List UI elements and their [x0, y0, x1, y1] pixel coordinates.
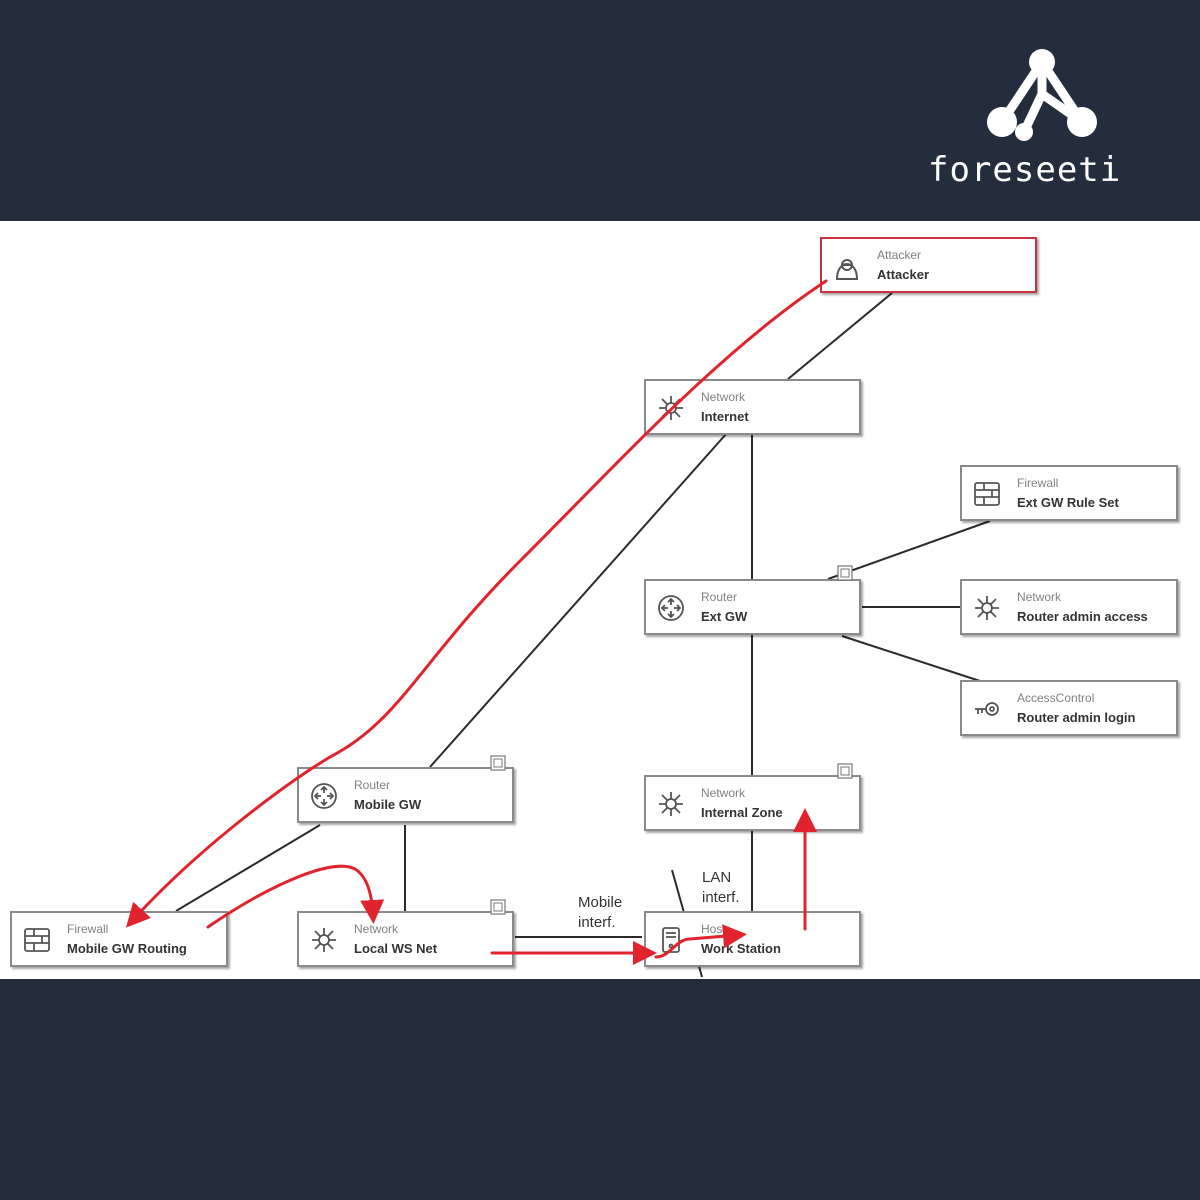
- node-router-admin-login[interactable]: AccessControl Router admin login: [960, 680, 1178, 736]
- node-label: Router admin access: [1017, 609, 1148, 624]
- node-mobile-gw[interactable]: Router Mobile GW: [297, 755, 514, 823]
- node-label: Router admin login: [1017, 710, 1136, 725]
- document-badge-icon: [490, 755, 506, 771]
- node-type: Firewall: [67, 922, 109, 936]
- network-hub-icon: [659, 792, 683, 816]
- node-ext-gw-rule-set[interactable]: Firewall Ext GW Rule Set: [960, 465, 1178, 521]
- node-label: Mobile GW: [354, 797, 422, 812]
- node-label: Work Station: [701, 941, 781, 956]
- hacker-icon: [836, 259, 858, 280]
- network-hub-icon: [975, 596, 999, 620]
- mobile-interface-note: Mobile interf.: [578, 893, 622, 933]
- router-icon: [311, 783, 337, 809]
- node-label: Attacker: [877, 267, 930, 282]
- node-mobile-gw-routing[interactable]: Firewall Mobile GW Routing: [10, 911, 228, 967]
- node-attacker[interactable]: Attacker Attacker: [820, 237, 1037, 293]
- header-bar: foreseeti: [0, 0, 1200, 221]
- node-label: Internal Zone: [701, 805, 783, 820]
- node-type: Router: [354, 778, 391, 792]
- node-type: AccessControl: [1017, 691, 1095, 705]
- node-label: Local WS Net: [354, 941, 438, 956]
- key-icon: [975, 702, 999, 716]
- network-hub-icon: [312, 928, 336, 952]
- node-router-admin-access[interactable]: Network Router admin access: [960, 579, 1178, 635]
- node-type: Network: [1017, 590, 1062, 604]
- note-line: interf.: [578, 914, 616, 931]
- node-type: Network: [354, 922, 399, 936]
- link-mobile-gw-routing: [175, 824, 321, 912]
- firewall-icon: [974, 482, 1000, 506]
- firewall-icon: [24, 928, 50, 952]
- brand-name: foreseeti: [928, 150, 1122, 190]
- node-label: Ext GW Rule Set: [1017, 495, 1119, 510]
- node-type: Network: [701, 390, 746, 404]
- note-line: LAN: [702, 869, 732, 886]
- node-label: Internet: [701, 409, 749, 424]
- document-badge-icon: [837, 763, 853, 779]
- node-type: Router: [701, 590, 738, 604]
- network-hub-icon: [659, 396, 683, 420]
- link-ext-gw-admin-login: [841, 635, 981, 682]
- node-local-ws-net[interactable]: Network Local WS Net: [297, 899, 514, 967]
- link-attacker-internet: [787, 292, 893, 380]
- node-label: Mobile GW Routing: [67, 941, 187, 956]
- host-icon: [662, 927, 680, 953]
- node-internet[interactable]: Network Internet: [644, 379, 861, 435]
- node-type: Network: [701, 786, 746, 800]
- document-badge-icon: [490, 899, 506, 915]
- note-line: Mobile: [578, 894, 623, 911]
- router-icon: [658, 595, 684, 621]
- note-line: interf.: [702, 889, 740, 906]
- threat-model-canvas: Attacker Attacker Network Internet Firew…: [0, 221, 1200, 979]
- node-internal-zone[interactable]: Network Internal Zone: [644, 763, 861, 831]
- node-type: Firewall: [1017, 476, 1059, 490]
- footer-bar: [0, 979, 1200, 1200]
- node-type: Attacker: [877, 248, 922, 262]
- lan-interface-note: LAN interf.: [702, 868, 740, 908]
- node-ext-gw[interactable]: Router Ext GW: [644, 565, 861, 635]
- document-badge-icon: [837, 565, 853, 581]
- link-ext-gw-rule-set: [827, 520, 991, 580]
- node-label: Ext GW: [701, 609, 748, 624]
- node-work-station[interactable]: Host Work Station: [644, 911, 861, 967]
- network-logo-icon: [987, 49, 1097, 141]
- node-type: Host: [701, 922, 726, 936]
